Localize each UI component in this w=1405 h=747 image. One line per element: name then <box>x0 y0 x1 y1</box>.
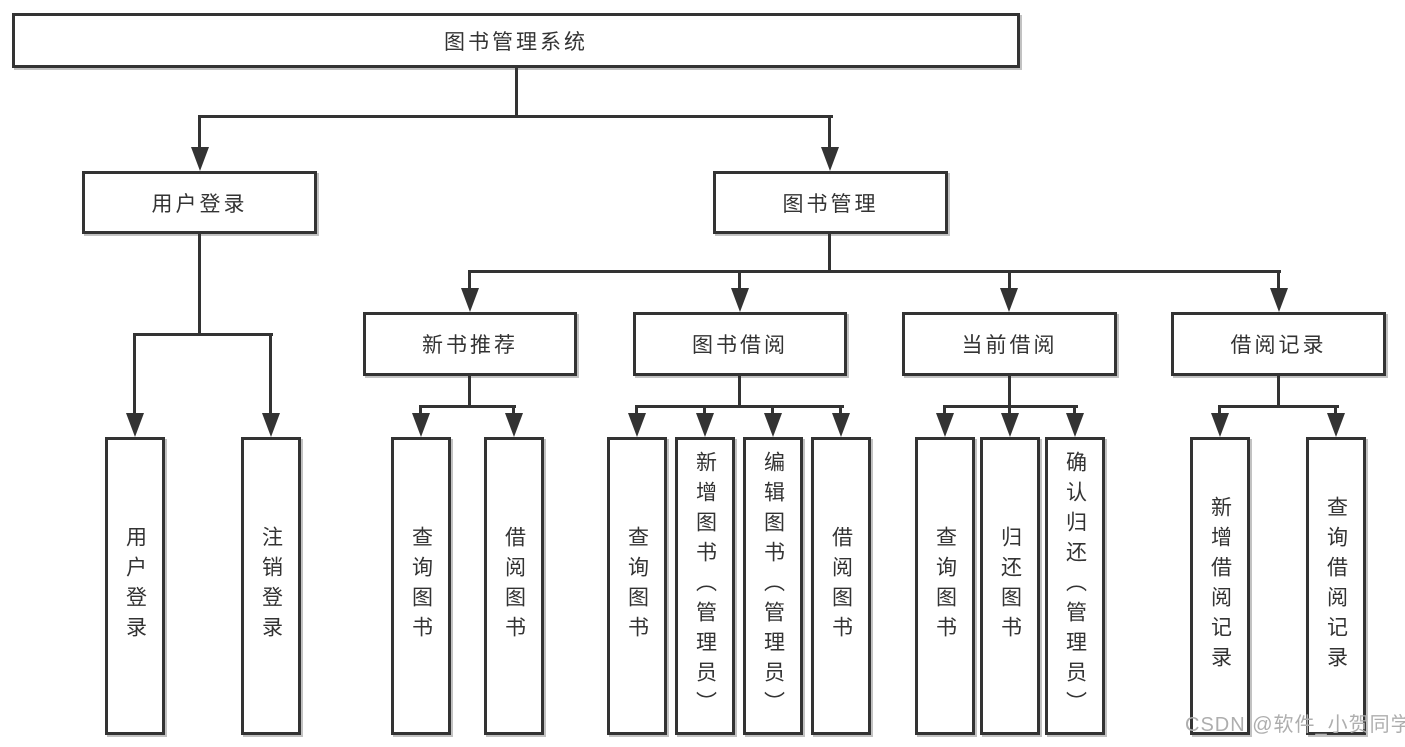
arrow-down-icon <box>412 413 430 437</box>
leaf-logout: 注销登录 <box>241 437 301 735</box>
node-label: 归还图书 <box>998 526 1022 646</box>
node-label: 图书管理系统 <box>444 30 588 54</box>
connector-line <box>198 115 833 118</box>
connector-line <box>738 376 741 408</box>
leaf-record-add-record: 新增借阅记录 <box>1190 437 1250 735</box>
connector-line <box>1008 405 1011 417</box>
connector-line <box>1008 376 1011 408</box>
leaf-current-query-book: 查询图书 <box>915 437 975 735</box>
node-label: 新增图书（管理员） <box>693 451 717 721</box>
arrow-down-icon <box>731 288 749 312</box>
node-label: 新书推荐 <box>422 334 518 357</box>
node-label: 借阅图书 <box>502 526 526 646</box>
leaf-recommend-query-book: 查询图书 <box>391 437 451 735</box>
leaf-record-query-record: 查询借阅记录 <box>1306 437 1366 735</box>
arrow-down-icon <box>1270 288 1288 312</box>
connector-line <box>839 405 842 417</box>
leaf-borrow-borrow-book: 借阅图书 <box>811 437 871 735</box>
arrow-down-icon <box>1000 288 1018 312</box>
node-label: 用户登录 <box>151 192 248 216</box>
connector-line <box>1008 270 1011 290</box>
connector-line <box>1218 405 1221 417</box>
node-label: 当前借阅 <box>961 334 1058 357</box>
connector-line <box>198 115 201 149</box>
connector-line <box>515 68 518 117</box>
connector-line <box>133 333 136 413</box>
leaf-current-confirm-return-admin: 确认归还（管理员） <box>1045 437 1105 735</box>
connector-line <box>419 405 422 417</box>
connector-line <box>771 405 774 417</box>
connector-line <box>419 405 516 408</box>
connector-line <box>1277 270 1280 290</box>
leaf-borrow-add-book-admin: 新增图书（管理员） <box>675 437 735 735</box>
node-label: 借阅记录 <box>1230 334 1327 357</box>
node-label: 注销登录 <box>259 526 283 646</box>
node-label: 借阅图书 <box>829 526 853 646</box>
node-book-borrow: 图书借阅 <box>633 312 847 376</box>
arrow-down-icon <box>461 288 479 312</box>
connector-line <box>512 405 515 417</box>
connector-line <box>828 115 831 149</box>
node-label: 确认归还（管理员） <box>1063 451 1087 721</box>
connector-line <box>635 405 638 417</box>
node-root: 图书管理系统 <box>12 13 1020 68</box>
arrow-down-icon <box>1211 413 1229 437</box>
arrow-down-icon <box>191 147 209 171</box>
connector-line <box>1334 405 1337 417</box>
node-user-login: 用户登录 <box>82 171 317 234</box>
arrow-down-icon <box>832 413 850 437</box>
node-borrow-record: 借阅记录 <box>1171 312 1386 376</box>
node-label: 查询借阅记录 <box>1324 496 1348 676</box>
node-label: 编辑图书（管理员） <box>761 451 785 721</box>
node-label: 查询图书 <box>409 526 433 646</box>
connector-line <box>828 234 831 272</box>
connector-line <box>198 234 201 335</box>
arrow-down-icon <box>262 413 280 437</box>
connector-line <box>1277 376 1280 408</box>
leaf-current-return-book: 归还图书 <box>980 437 1040 735</box>
connector-line <box>468 270 1281 273</box>
leaf-borrow-query-book: 查询图书 <box>607 437 667 735</box>
arrow-down-icon <box>1001 413 1019 437</box>
node-label: 图书借阅 <box>692 334 788 357</box>
connector-line <box>133 333 273 336</box>
connector-line <box>943 405 946 417</box>
node-label: 查询图书 <box>625 526 649 646</box>
arrow-down-icon <box>696 413 714 437</box>
arrow-down-icon <box>764 413 782 437</box>
arrow-down-icon <box>1327 413 1345 437</box>
leaf-borrow-edit-book-admin: 编辑图书（管理员） <box>743 437 803 735</box>
connector-line <box>468 376 471 408</box>
connector-line <box>468 270 471 290</box>
connector-line <box>635 405 844 408</box>
arrow-down-icon <box>936 413 954 437</box>
node-label: 新增借阅记录 <box>1208 496 1232 676</box>
arrow-down-icon <box>1066 413 1084 437</box>
node-current-borrow: 当前借阅 <box>902 312 1117 376</box>
arrow-down-icon <box>821 147 839 171</box>
node-new-book-recommend: 新书推荐 <box>363 312 577 376</box>
node-book-management: 图书管理 <box>713 171 948 234</box>
connector-line <box>269 333 272 413</box>
arrow-down-icon <box>126 413 144 437</box>
node-label: 图书管理 <box>782 192 879 216</box>
connector-line <box>1073 405 1076 417</box>
connector-line <box>738 270 741 290</box>
leaf-recommend-borrow-book: 借阅图书 <box>484 437 544 735</box>
arrow-down-icon <box>505 413 523 437</box>
leaf-user-login: 用户登录 <box>105 437 165 735</box>
connector-line <box>1218 405 1339 408</box>
connector-line <box>703 405 706 417</box>
node-label: 查询图书 <box>933 526 957 646</box>
arrow-down-icon <box>628 413 646 437</box>
node-label: 用户登录 <box>123 526 147 646</box>
